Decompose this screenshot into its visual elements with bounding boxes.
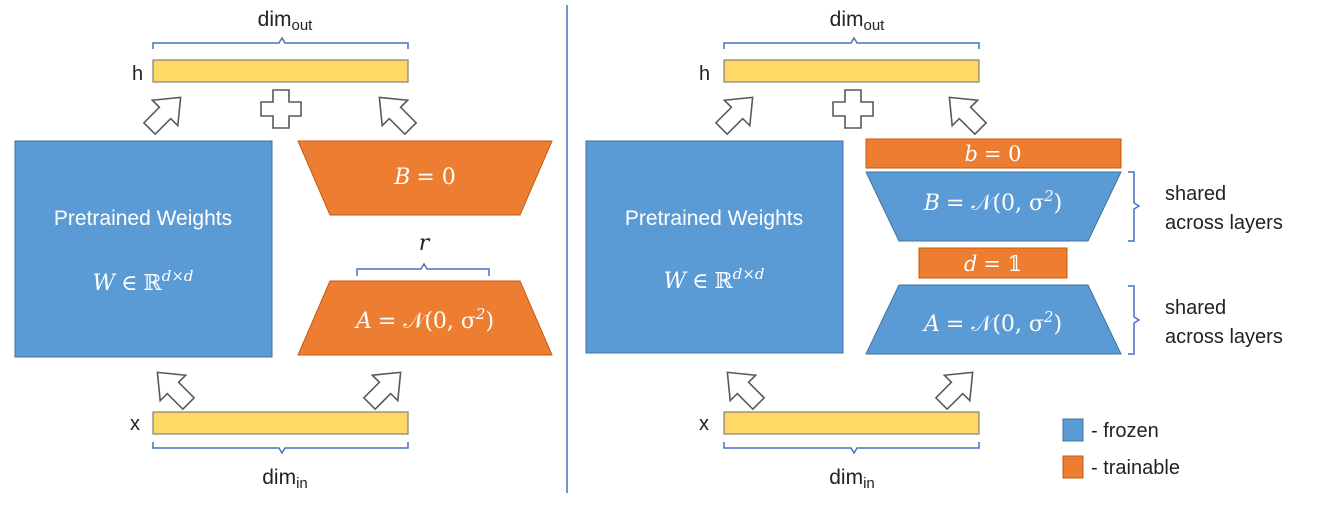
legend-trainable-swatch <box>1062 455 1084 479</box>
right-d-vector-equation: d= 𝟙 <box>964 252 1022 276</box>
left-dim-in-label: dimin <box>262 466 308 492</box>
right-bottom-brace <box>723 442 980 455</box>
right-shared-bottom-line2: across layers <box>1165 326 1283 348</box>
right-top-brace <box>723 36 980 49</box>
left-plus-icon <box>260 89 302 129</box>
right-panel: dimout h Pretrained Weights W∈ℝd×d b= 0 … <box>585 8 1283 492</box>
left-a-equation: A= 𝒩(0, σ2) <box>354 305 494 334</box>
right-a-equation: A= 𝒩(0, σ2) <box>922 308 1062 337</box>
right-plus-icon <box>832 89 874 129</box>
left-arrow-b-to-h-icon <box>365 83 425 143</box>
right-dim-in-label: dimin <box>829 466 875 492</box>
right-dim-out-label: dimout <box>830 8 886 34</box>
right-h-vector <box>723 59 980 83</box>
right-shared-bottom-brace <box>1128 285 1141 355</box>
left-x-label: x <box>130 413 140 435</box>
left-w-equation: W∈ℝd×d <box>93 267 194 296</box>
right-pretrained-weights-block <box>585 140 844 354</box>
left-arrow-w-to-h-icon <box>135 83 195 143</box>
left-b-matrix-block <box>297 140 553 216</box>
legend-frozen-swatch <box>1062 418 1084 442</box>
right-shared-top-line1: shared <box>1165 183 1226 205</box>
right-arrow-x-to-a-icon <box>927 358 987 418</box>
left-pretrained-title: Pretrained Weights <box>54 207 232 230</box>
right-b-equation: B= 𝒩(0, σ2) <box>923 187 1062 216</box>
right-d-vector-block <box>918 247 1068 279</box>
left-rank-label: r <box>419 231 431 256</box>
left-x-vector <box>152 411 409 435</box>
right-b-vector-block <box>865 138 1122 169</box>
left-pretrained-weights-block <box>14 140 273 358</box>
right-pretrained-title: Pretrained Weights <box>625 207 803 230</box>
right-shared-top-line2: across layers <box>1165 212 1283 234</box>
right-w-equation: W∈ℝd×d <box>664 265 765 294</box>
legend-frozen-label: - frozen <box>1091 420 1159 442</box>
left-h-vector <box>152 59 409 83</box>
right-shared-top-brace <box>1128 171 1141 242</box>
left-dim-out-label: dimout <box>258 8 314 34</box>
left-bottom-brace <box>152 442 409 455</box>
right-b-vector-equation: b= 0 <box>964 142 1021 166</box>
right-a-matrix-block <box>865 284 1122 355</box>
right-arrow-b-to-h-icon <box>935 83 995 143</box>
left-panel: dimout h Pretrained Weights W∈ℝd×d B= 0 … <box>14 8 553 492</box>
left-arrow-x-to-a-icon <box>355 358 415 418</box>
right-b-matrix-block <box>865 171 1122 242</box>
right-shared-bottom-line1: shared <box>1165 297 1226 319</box>
right-x-label: x <box>699 413 709 435</box>
left-h-label: h <box>132 63 143 85</box>
left-rank-brace <box>356 262 490 276</box>
left-b-equation: B= 0 <box>393 165 456 190</box>
right-arrow-x-to-w-icon <box>713 358 773 418</box>
legend-trainable-label: - trainable <box>1091 457 1180 479</box>
left-a-matrix-block <box>297 280 553 356</box>
left-top-brace <box>152 36 409 49</box>
right-x-vector <box>723 411 980 435</box>
legend: - frozen - trainable <box>1062 418 1180 479</box>
right-h-label: h <box>699 63 710 85</box>
right-arrow-w-to-h-icon <box>707 83 767 143</box>
left-arrow-x-to-w-icon <box>143 358 203 418</box>
